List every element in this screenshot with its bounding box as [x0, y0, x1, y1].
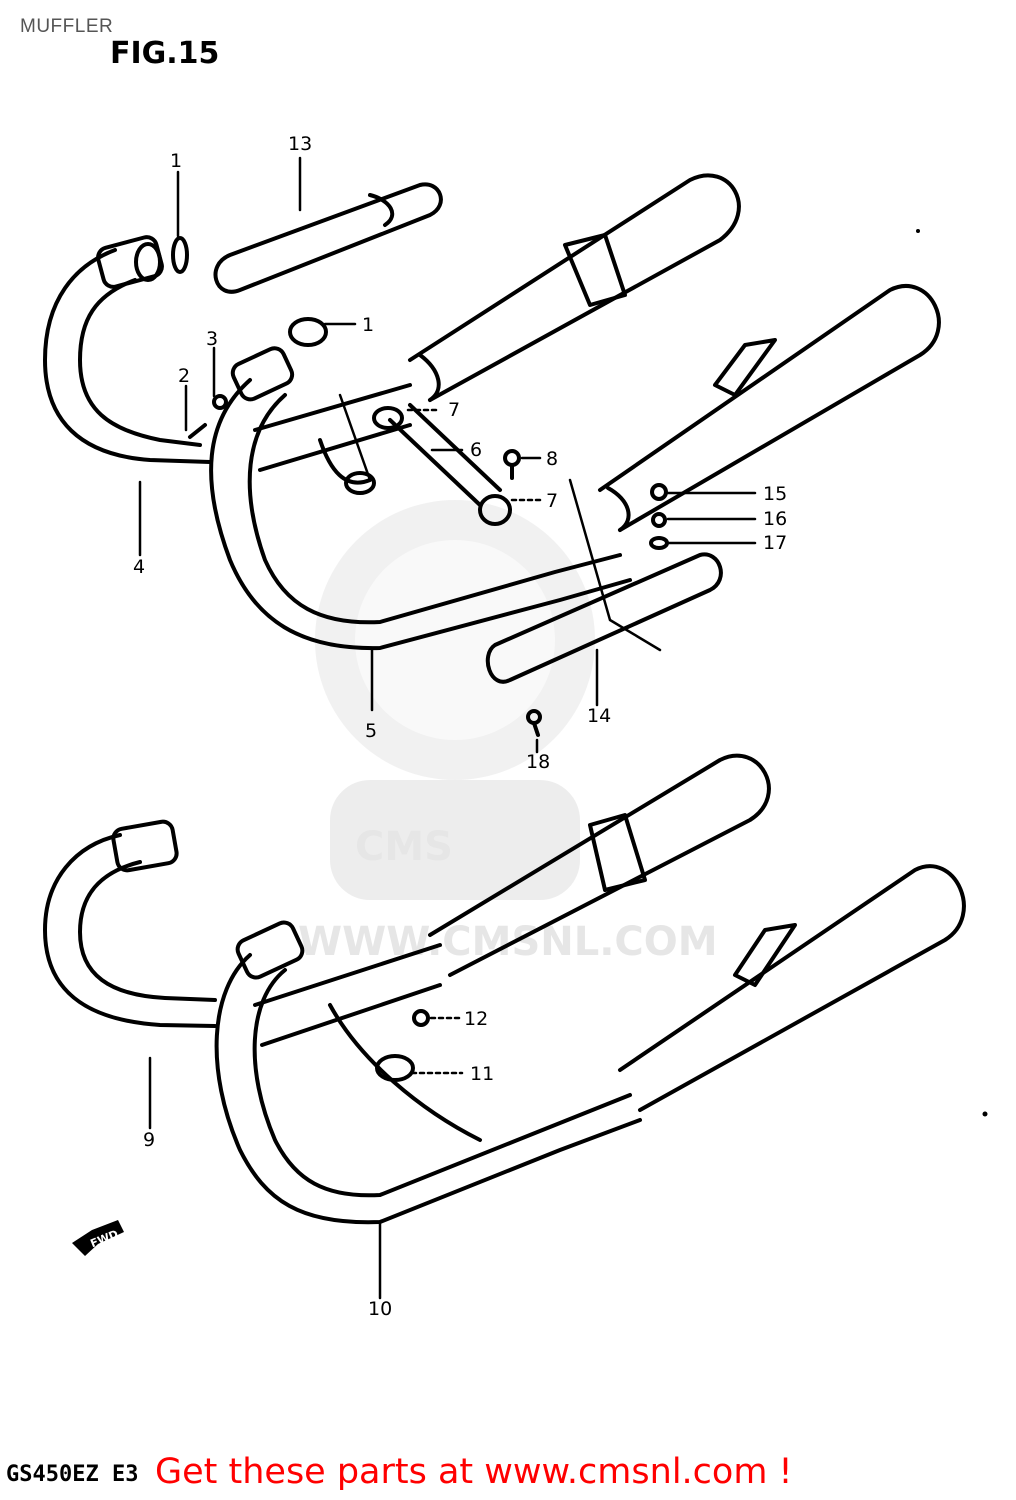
pipe-clamp: [96, 235, 164, 289]
muffler-bracket: [588, 813, 647, 892]
callout-numbers: 1 13 1 3 2 7 6 8 7 15 16 17 4 5 14 18 12…: [133, 133, 787, 1320]
callout-number: 8: [546, 448, 558, 470]
callout-number: 7: [546, 490, 558, 512]
watermark-badge: [330, 780, 580, 900]
callout-number: 1: [170, 150, 182, 172]
cms-watermark: CMS WWW.CMSNL.COM: [298, 500, 718, 965]
leader-lines: [138, 156, 757, 1300]
clamp-icon: [372, 406, 404, 430]
callout-number: 3: [206, 328, 218, 350]
bolt-icon: [188, 423, 207, 439]
clamp-icon: [375, 1054, 415, 1082]
bolt-icon: [412, 1009, 430, 1027]
callout-number: 9: [143, 1129, 155, 1151]
callout-number: 11: [470, 1063, 494, 1085]
callout-number: 2: [178, 365, 190, 387]
nut-icon: [212, 394, 228, 410]
pipe-clamp: [230, 346, 295, 402]
forward-arrow-icon: [72, 1220, 124, 1256]
callout-number: 7: [448, 399, 460, 421]
exhaust-pipe-right-lower: [214, 953, 642, 1225]
muffler-bracket: [733, 923, 797, 987]
callout-number: 14: [587, 705, 611, 727]
gasket-icon: [171, 236, 189, 274]
callout-number: 1: [362, 314, 374, 336]
callout-number: 16: [763, 508, 787, 530]
washer-icon: [651, 512, 667, 528]
muffler-rear-lower: [428, 753, 771, 977]
pipe-clamp: [111, 819, 179, 873]
muffler-front: [598, 284, 941, 532]
exhaust-pipe-left-lower: [43, 833, 217, 1028]
callout-number: 18: [526, 751, 550, 773]
clamp-icon: [478, 494, 512, 526]
upper-assembly: [43, 173, 941, 737]
callout-number: 15: [763, 483, 787, 505]
page-title: MUFFLER: [20, 16, 114, 37]
watermark-logo: CMS: [355, 824, 453, 870]
exhaust-pipe-right: [209, 378, 632, 651]
callout-number: 13: [288, 133, 312, 155]
pipe-clamp: [235, 920, 305, 980]
muffler-bracket: [713, 338, 777, 397]
model-code: GS450EZ E3: [6, 1462, 139, 1487]
screw-icon: [650, 483, 668, 501]
muffler-rear: [408, 173, 741, 402]
callout-number: 10: [368, 1298, 392, 1320]
callout-number: 12: [464, 1008, 488, 1030]
washer-icon: [649, 536, 669, 550]
callout-number: 4: [133, 556, 145, 578]
watermark-url: WWW.CMSNL.COM: [298, 919, 718, 965]
bolt-icon: [503, 449, 521, 467]
cta-link[interactable]: Get these parts at www.cmsnl.com !: [155, 1452, 793, 1492]
figure-title: FIG.15: [110, 36, 220, 71]
gasket-icon: [288, 317, 328, 347]
callout-number: 6: [470, 439, 482, 461]
connector-pipe: [388, 418, 482, 507]
lower-assembly: FWD: [43, 753, 966, 1256]
callout-number: 17: [763, 532, 787, 554]
muffler-bracket: [563, 233, 627, 307]
heat-shield-rear: [485, 552, 723, 684]
exhaust-pipe-left: [43, 248, 212, 464]
callout-number: 5: [365, 720, 377, 742]
muffler-front-lower: [618, 864, 966, 1112]
heat-shield-front: [213, 182, 443, 294]
